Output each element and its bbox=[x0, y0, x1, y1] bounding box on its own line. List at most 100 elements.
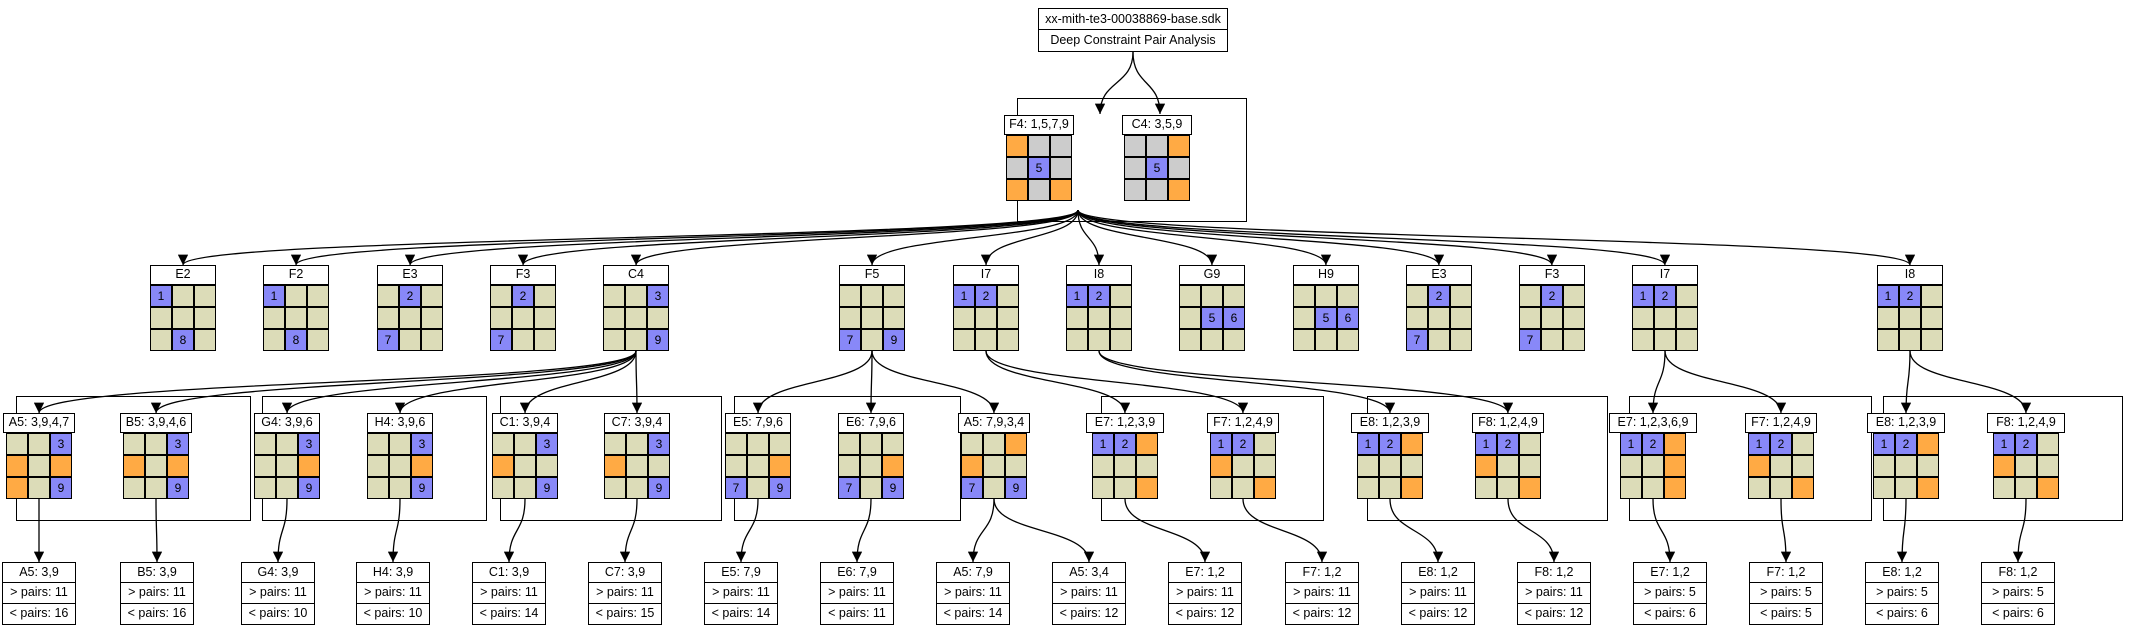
leaf-l6[interactable]: C7: 3,9> pairs: 11< pairs: 15 bbox=[588, 562, 662, 625]
leaf-l10[interactable]: A5: 3,4> pairs: 11< pairs: 12 bbox=[1052, 562, 1126, 625]
grid-cell bbox=[1293, 307, 1315, 329]
grid-cell: 1 bbox=[150, 285, 172, 307]
grid-cell bbox=[747, 433, 769, 455]
grid-cell bbox=[861, 285, 883, 307]
grid-cell bbox=[1917, 477, 1939, 499]
grid-cell bbox=[1124, 179, 1146, 201]
leaf-l8[interactable]: E6: 7,9> pairs: 11< pairs: 11 bbox=[820, 562, 894, 625]
grid-cell bbox=[1050, 135, 1072, 157]
node-title: H9 bbox=[1293, 265, 1359, 285]
grid-cell: 9 bbox=[50, 477, 72, 499]
grid-cell: 8 bbox=[285, 329, 307, 351]
edge-p4-l4 bbox=[387, 498, 401, 563]
grid-cell: 2 bbox=[1895, 433, 1917, 455]
grid-cell: 3 bbox=[648, 433, 670, 455]
leaf-l12[interactable]: F7: 1,2> pairs: 11< pairs: 12 bbox=[1285, 562, 1359, 625]
grid-cell: 2 bbox=[1114, 433, 1136, 455]
leaf-l18[interactable]: F8: 1,2> pairs: 5< pairs: 6 bbox=[1981, 562, 2055, 625]
grid-cell: 7 bbox=[377, 329, 399, 351]
grid-cell bbox=[1254, 477, 1276, 499]
leaf-l5[interactable]: C1: 3,9> pairs: 11< pairs: 14 bbox=[472, 562, 546, 625]
leaf-l13[interactable]: E8: 1,2> pairs: 11< pairs: 12 bbox=[1401, 562, 1475, 625]
leaf-l17[interactable]: E8: 1,2> pairs: 5< pairs: 6 bbox=[1865, 562, 1939, 625]
leaf-l1[interactable]: A5: 3,9> pairs: 11< pairs: 16 bbox=[2, 562, 76, 625]
leaf-l4[interactable]: H4: 3,9> pairs: 11< pairs: 10 bbox=[356, 562, 430, 625]
grid-cell bbox=[626, 477, 648, 499]
grid-cell bbox=[1050, 179, 1072, 201]
leaf-l11[interactable]: E7: 1,2> pairs: 11< pairs: 12 bbox=[1168, 562, 1242, 625]
grid-cell bbox=[1124, 135, 1146, 157]
grid-cell bbox=[1519, 455, 1541, 477]
leaf-title: E8: 1,2 bbox=[1865, 562, 1939, 583]
grid-cell bbox=[1519, 285, 1541, 307]
grid-cell bbox=[167, 455, 189, 477]
grid-cell bbox=[1921, 285, 1943, 307]
leaf-more-pairs: > pairs: 11 bbox=[820, 583, 894, 604]
grid-cell: 1 bbox=[1632, 285, 1654, 307]
grid-cell bbox=[1519, 307, 1541, 329]
leaf-l2[interactable]: B5: 3,9> pairs: 11< pairs: 16 bbox=[120, 562, 194, 625]
leaf-title: E8: 1,2 bbox=[1401, 562, 1475, 583]
grid-cell bbox=[1110, 285, 1132, 307]
grid-cell: 8 bbox=[172, 329, 194, 351]
grid-cell bbox=[1401, 477, 1423, 499]
grid-cell bbox=[725, 433, 747, 455]
candidate-grid: 5 bbox=[1006, 135, 1072, 201]
grid-cell bbox=[1654, 329, 1676, 351]
grid-cell bbox=[1028, 179, 1050, 201]
leaf-l14[interactable]: F8: 1,2> pairs: 11< pairs: 12 bbox=[1517, 562, 1591, 625]
leaf-title: A5: 3,4 bbox=[1052, 562, 1126, 583]
leaf-title: A5: 3,9 bbox=[2, 562, 76, 583]
leaf-l15[interactable]: E7: 1,2> pairs: 5< pairs: 6 bbox=[1633, 562, 1707, 625]
leaf-l16[interactable]: F7: 1,2> pairs: 5< pairs: 5 bbox=[1749, 562, 1823, 625]
grid-cell bbox=[625, 285, 647, 307]
grid-cell: 7 bbox=[1406, 329, 1428, 351]
grid-cell bbox=[1066, 307, 1088, 329]
leaf-l9[interactable]: A5: 7,9> pairs: 11< pairs: 14 bbox=[936, 562, 1010, 625]
leaf-l7[interactable]: E5: 7,9> pairs: 11< pairs: 14 bbox=[704, 562, 778, 625]
grid-cell: 2 bbox=[1497, 433, 1519, 455]
grid-cell: 1 bbox=[1620, 433, 1642, 455]
grid-cell bbox=[514, 455, 536, 477]
leaf-l3[interactable]: G4: 3,9> pairs: 11< pairs: 10 bbox=[241, 562, 315, 625]
node-title: F5 bbox=[839, 265, 905, 285]
grid-cell bbox=[1895, 477, 1917, 499]
grid-cell bbox=[1428, 329, 1450, 351]
leaf-title: E6: 7,9 bbox=[820, 562, 894, 583]
